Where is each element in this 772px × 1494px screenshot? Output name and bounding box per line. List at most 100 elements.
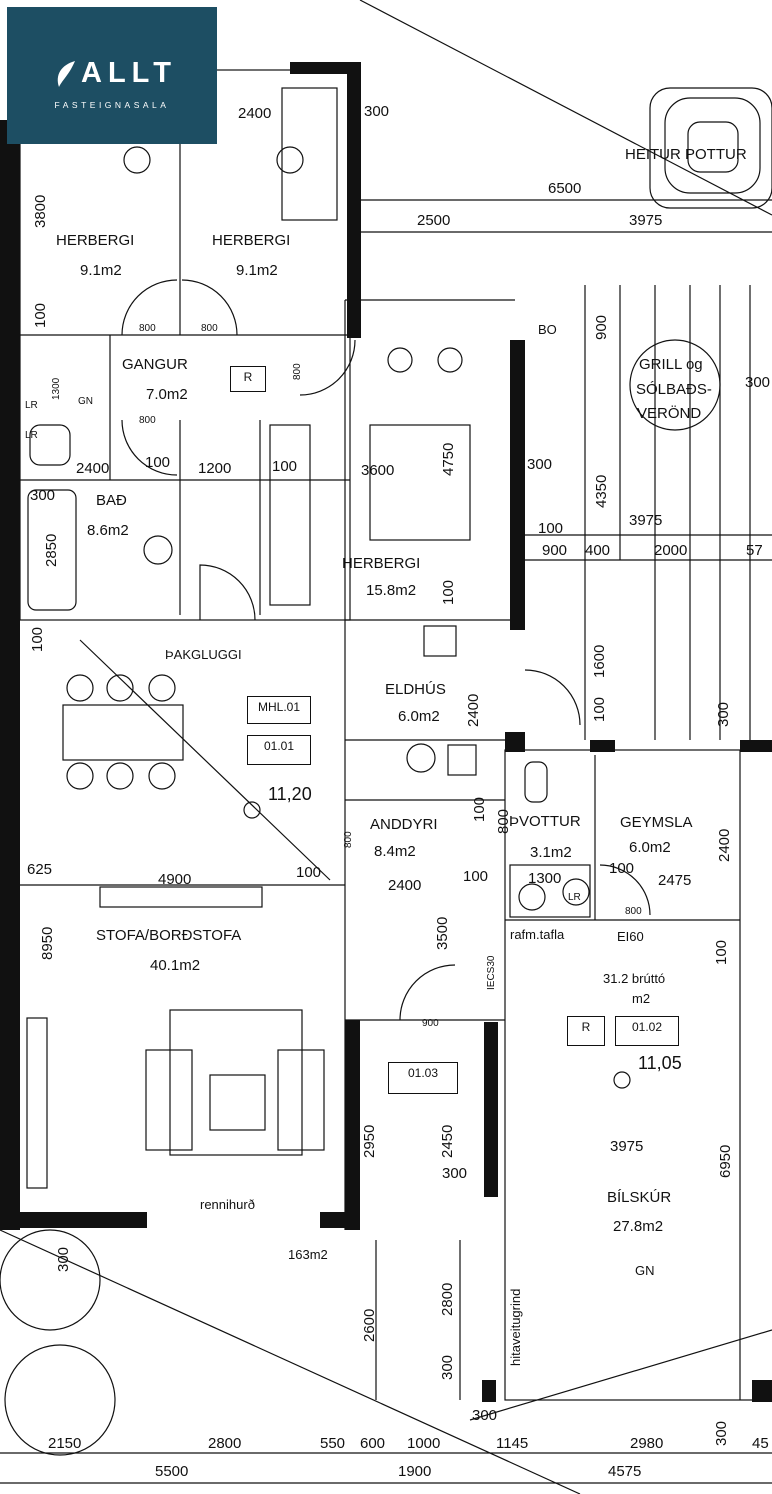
dim-2475: 2475 xyxy=(658,872,692,889)
dim-100-kitchen: 100 xyxy=(440,579,457,605)
dim-300-bath: 300 xyxy=(30,487,56,504)
logo-brand: ALLT xyxy=(81,57,177,89)
total-area: 163m2 xyxy=(288,1247,328,1262)
room-area-gangur: 7.0m2 xyxy=(146,386,188,403)
dim-2150: 2150 xyxy=(48,1435,82,1452)
room-name-herbergi-3: HERBERGI xyxy=(342,555,421,572)
dim-45: 45 xyxy=(752,1435,769,1452)
electric-panel-label: rafm.tafla xyxy=(510,927,565,942)
room-name-anddyri: ANDDYRI xyxy=(370,816,438,833)
dim-1300: 1300 xyxy=(51,377,62,400)
dim-3600: 3600 xyxy=(361,462,395,479)
room-name-eldhus: ELDHÚS xyxy=(385,681,446,698)
dim-2450: 2450 xyxy=(439,1124,456,1158)
dim-300-garage-4: 300 xyxy=(713,1420,730,1446)
room-name-gangur: GANGUR xyxy=(122,356,188,373)
room-area-eldhus: 6.0m2 xyxy=(398,708,440,725)
lr-label-1: LR xyxy=(25,400,38,411)
dim-8950: 8950 xyxy=(39,926,56,960)
room-area-herbergi-3: 15.8m2 xyxy=(366,582,417,599)
skylight-label: ÞAKGLUGGI xyxy=(165,647,242,662)
dim-6500: 6500 xyxy=(548,180,582,197)
room-name-herbergi-1: HERBERGI xyxy=(56,232,135,249)
room-name-bad: BAÐ xyxy=(96,492,127,509)
dim-800-storage: 800 xyxy=(625,906,642,917)
dim-600: 600 xyxy=(360,1435,386,1452)
dim-100-laundry: 100 xyxy=(463,868,489,885)
dim-6950: 6950 xyxy=(717,1144,734,1178)
room-area-bilskur: 27.8m2 xyxy=(613,1218,664,1235)
dim-1900: 1900 xyxy=(398,1463,432,1480)
tag-01-03: 01.03 xyxy=(388,1062,458,1094)
heating-manifold-label: hitaveitugrind xyxy=(508,1288,523,1366)
dim-2980: 2980 xyxy=(630,1435,664,1452)
dim-625: 625 xyxy=(27,861,53,878)
bo-label: BO xyxy=(538,322,557,337)
dim-300-mid: 300 xyxy=(527,456,553,473)
dim-1600: 1600 xyxy=(591,644,608,678)
dim-400: 400 xyxy=(585,542,611,559)
dim-2500: 2500 xyxy=(417,212,451,229)
dim-100-mid: 100 xyxy=(538,520,564,537)
level-garage: 11,05 xyxy=(638,1053,682,1073)
dim-100-hall-2: 100 xyxy=(272,458,298,475)
dim-300-garage-3: 300 xyxy=(472,1407,498,1424)
room-name-thvottur: ÞVOTTUR xyxy=(509,813,581,830)
room-area-anddyri: 8.4m2 xyxy=(374,843,416,860)
dim-900-door: 900 xyxy=(422,1018,439,1029)
dim-100-hall-1: 100 xyxy=(145,454,171,471)
hot-tub-label: HEITUR POTTUR xyxy=(625,146,747,163)
lr-label-2: LR xyxy=(25,430,38,441)
dim-800-laundry: 800 xyxy=(495,808,512,834)
dim-57: 57 xyxy=(746,542,763,559)
dim-4750: 4750 xyxy=(440,442,457,476)
fire-rating-label: EI60 xyxy=(617,929,644,944)
logo-subtitle: FASTEIGNASALA xyxy=(54,100,170,110)
dim-2400-entry: 2400 xyxy=(388,877,422,894)
room-name-bilskur: BÍLSKÚR xyxy=(607,1189,672,1206)
grill-label-line-2: SÓLBAÐS- xyxy=(636,381,712,398)
room-area-bad: 8.6m2 xyxy=(87,522,129,539)
dim-100-left: 100 xyxy=(32,302,49,328)
dim-100-living: 100 xyxy=(29,626,46,652)
dim-2950: 2950 xyxy=(361,1124,378,1158)
dim-100-right-2: 100 xyxy=(591,696,608,722)
dim-3500: 3500 xyxy=(434,916,451,950)
room-area-geymsla: 6.0m2 xyxy=(629,839,671,856)
gross-area-2: m2 xyxy=(632,991,651,1006)
dim-1000: 1000 xyxy=(407,1435,441,1452)
dim-900-mid: 900 xyxy=(542,542,568,559)
dim-1300-laundry: 1300 xyxy=(528,870,562,887)
dim-3975-top: 3975 xyxy=(629,212,663,229)
dim-800-door-3: 800 xyxy=(292,363,303,380)
leaf-icon xyxy=(57,61,75,87)
room-area-thvottur: 3.1m2 xyxy=(530,844,572,861)
dim-550: 550 xyxy=(320,1435,346,1452)
dim-800-entry: 800 xyxy=(343,831,354,848)
room-code-bilskur: GN xyxy=(635,1263,655,1278)
dim-4350: 4350 xyxy=(593,474,610,508)
room-name-geymsla: GEYMSLA xyxy=(620,814,693,831)
room-area-herbergi-1: 9.1m2 xyxy=(80,262,122,279)
dim-2600: 2600 xyxy=(361,1308,378,1342)
iecs-label: IECS30 xyxy=(486,955,497,990)
sliding-door-label: rennihurð xyxy=(200,1197,255,1212)
room-area-herbergi-2: 9.1m2 xyxy=(236,262,278,279)
dim-100-storage: 100 xyxy=(609,860,635,877)
dim-800-door-2: 800 xyxy=(201,323,218,334)
dim-100-entry: 100 xyxy=(471,796,488,822)
tag-r-2: R xyxy=(567,1016,605,1046)
dim-4575: 4575 xyxy=(608,1463,642,1480)
dim-2850: 2850 xyxy=(43,533,60,567)
dim-300-top: 300 xyxy=(364,103,390,120)
grill-label-line-3: VERÖND xyxy=(637,405,702,422)
room-area-stofa: 40.1m2 xyxy=(150,957,201,974)
dim-2400-kitchen: 2400 xyxy=(465,693,482,727)
room-name-stofa: STOFA/BORÐSTOFA xyxy=(96,927,242,944)
agency-logo: ALLT FASTEIGNASALA xyxy=(7,7,217,144)
tag-r-1: R xyxy=(230,366,266,392)
dim-100-living-2: 100 xyxy=(296,864,322,881)
dim-300-right: 300 xyxy=(745,374,771,391)
dim-2400-storage: 2400 xyxy=(716,828,733,862)
